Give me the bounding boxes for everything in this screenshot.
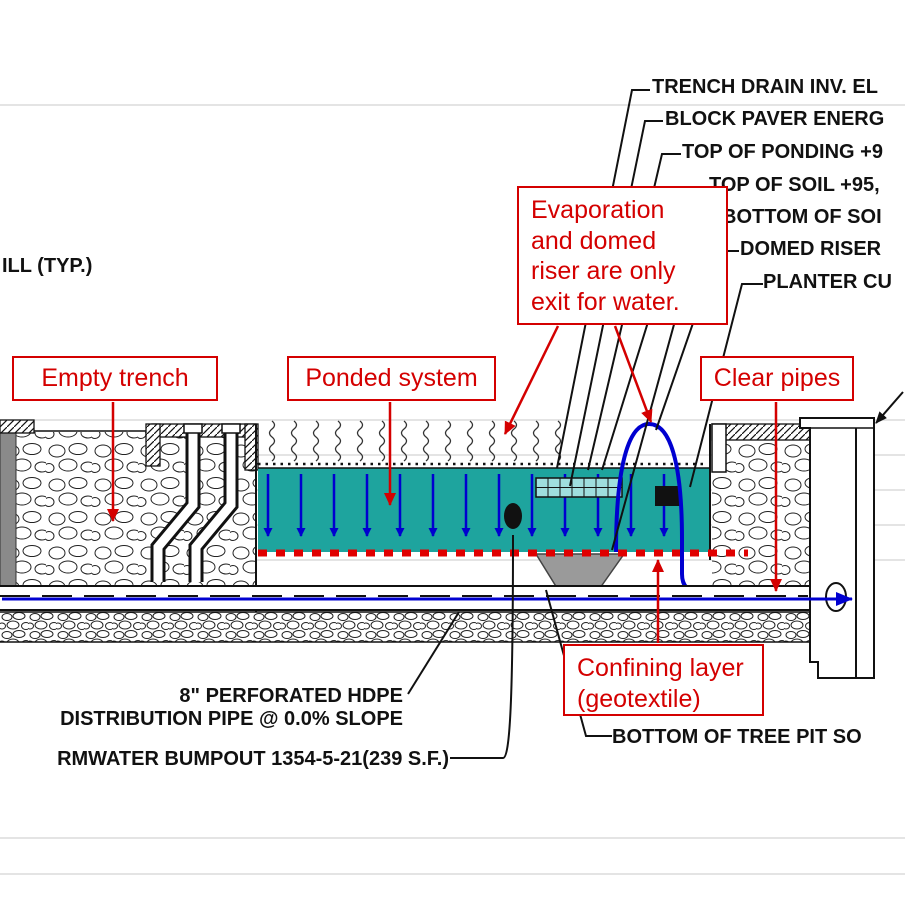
pipe-label-line2: DISTRIBUTION PIPE @ 0.0% SLOPE [60, 708, 403, 730]
callout-planter-curb: PLANTER CU [763, 271, 892, 293]
callout-domed-riser: DOMED RISER [740, 238, 882, 260]
evaporation-note-line3: riser are only [531, 257, 676, 285]
evaporation-note-line4: exit for water. [531, 287, 680, 316]
domed-riser [614, 421, 701, 594]
planter-curb [799, 417, 875, 679]
clear-pipes-label: Clear pipes [700, 356, 854, 401]
evaporation-note-line1: Evaporation [531, 196, 665, 224]
confining-layer-line1: Confining layer [577, 654, 744, 682]
red-arrows [107, 325, 782, 643]
bottom-tree-pit-label: BOTTOM OF TREE PIT SO [612, 726, 862, 748]
callout-top-of-soil: TOP OF SOIL +95, [709, 174, 880, 196]
callout-block-paver: BLOCK PAVER ENERG [665, 108, 885, 130]
block-paver-grid [535, 477, 623, 498]
pipe-label-line1: 8" PERFORATED HDPE [179, 685, 403, 707]
confining-layer-label: Confining layer (geotextile) [563, 644, 764, 716]
ponded-water [255, 424, 711, 612]
ponded-system-label: Ponded system [287, 356, 496, 401]
observation-port [504, 503, 522, 529]
left-fill-band [0, 424, 17, 587]
confining-layer-line2: (geotextile) [577, 684, 701, 713]
evaporation-note: Evaporation and domed riser are only exi… [517, 186, 728, 325]
bumpout-label: RMWATER BUMPOUT 1354-5-21(239 S.F.) [57, 748, 449, 770]
bent-pipes [150, 423, 241, 582]
callout-trench-drain: TRENCH DRAIN INV. EL [652, 76, 878, 98]
empty-trench-label: Empty trench [12, 356, 218, 401]
gravel-bed [0, 611, 810, 643]
callout-bottom-of-soil: BOTTOM OF SOI [722, 206, 882, 228]
callout-top-of-ponding: TOP OF PONDING +9 [682, 141, 883, 163]
stone-fill-right [711, 423, 811, 586]
pipe-label: 8" PERFORATED HDPE DISTRIBUTION PIPE @ 0… [0, 685, 403, 731]
callout-fill-typ: ILL (TYP.) [2, 255, 93, 277]
evaporation-note-line2: and domed [531, 226, 657, 255]
sump-trapezoid [534, 553, 626, 589]
